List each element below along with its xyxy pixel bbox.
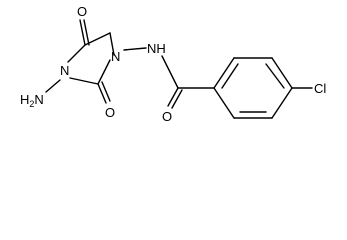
bond-ring-inner-2: [265, 63, 285, 89]
hydantoin-ring: [67, 32, 115, 85]
bond-c2-n3: [69, 77, 99, 85]
atom-o-ring-bottom: O: [105, 105, 115, 120]
carbonyl-top: [79, 19, 90, 46]
carbonyl-bottom: [97, 81, 111, 104]
bond-c4-o-a: [79, 19, 86, 46]
bond-n1-c2: [97, 59, 111, 85]
atom-o-top: O: [77, 4, 87, 19]
bond-n1-nh: [123, 47, 147, 51]
bond-ring-4: [271, 87, 293, 119]
bond-ring-inner-1: [221, 63, 239, 89]
bond-camide-o-b: [171, 89, 183, 109]
bond-c2-o-b: [101, 81, 111, 102]
bond-nh-camide: [161, 55, 179, 89]
benzene-ring: [213, 57, 293, 119]
atom-cl: Cl: [314, 81, 326, 96]
atom-n-ring3: N: [60, 63, 69, 78]
atom-nh-link: NH: [147, 41, 166, 56]
carbonyl-amide: [167, 87, 183, 109]
atom-o-amide: O: [162, 109, 172, 124]
bond-ch2-n1: [109, 32, 115, 56]
bond-ring-1: [213, 57, 235, 89]
bond-n3-c4: [67, 44, 86, 63]
atom-nh2: H2N: [20, 92, 44, 109]
bond-n3-nh2: [45, 79, 61, 93]
structure-diagram: O N N NH H2N O O Cl: [20, 4, 326, 124]
bond-ring-3: [271, 57, 293, 89]
atom-n-ring: N: [111, 49, 120, 64]
bond-ring-6: [213, 87, 235, 119]
bond-c4-o-b: [83, 19, 90, 46]
bond-c2-o-a: [97, 83, 107, 104]
bond-camide-o-a: [167, 87, 179, 107]
